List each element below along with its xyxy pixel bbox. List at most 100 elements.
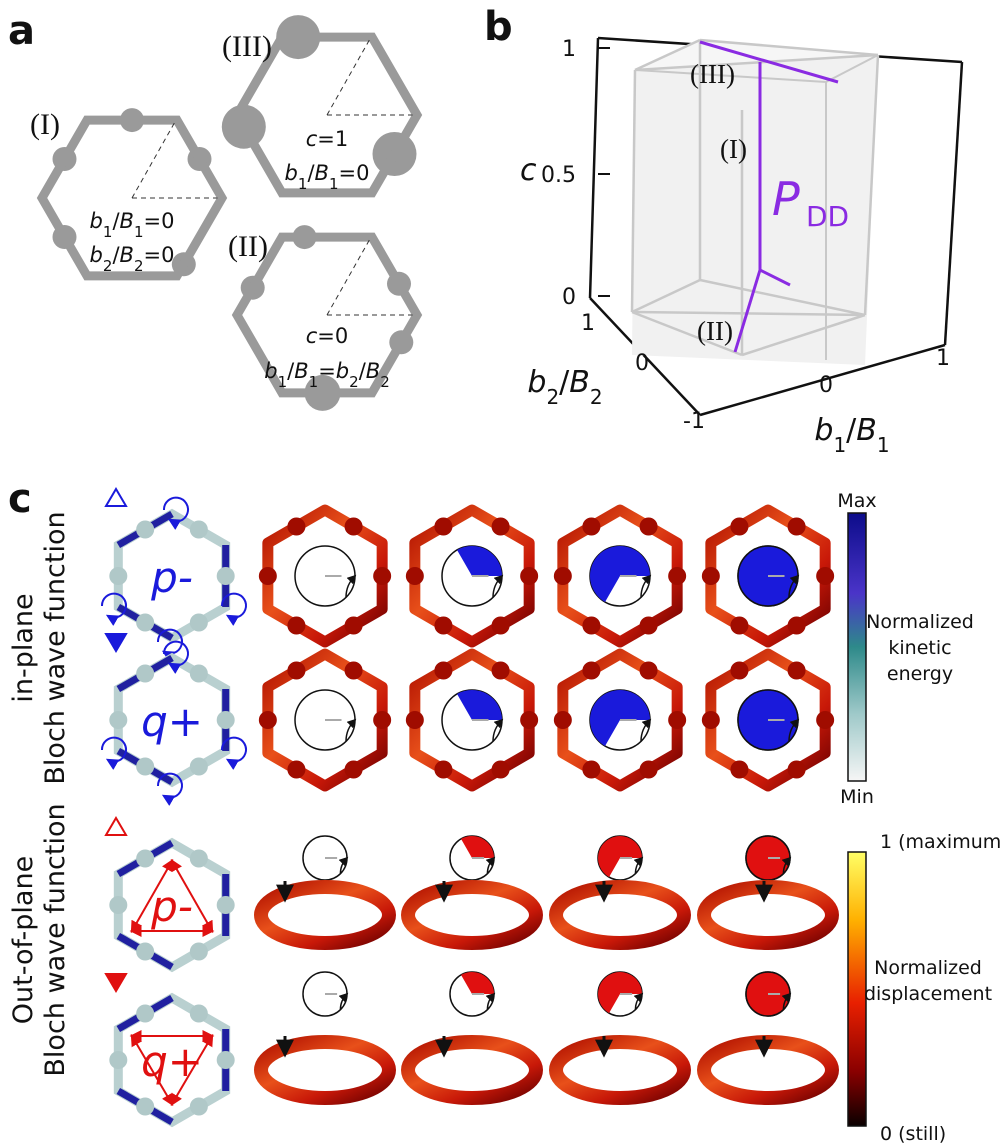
inclusion-dot — [730, 616, 749, 635]
box-edge — [825, 54, 879, 83]
triangle-arrow — [170, 858, 214, 934]
b2-tick-label: 0 — [635, 351, 649, 376]
inclusion-dot — [136, 664, 155, 683]
inclusion-dot — [491, 760, 510, 779]
mode-symbol: q+ — [141, 697, 203, 746]
deformed-ring — [549, 1035, 691, 1105]
inclusion-dot — [136, 849, 155, 868]
inclusion-dot — [216, 1051, 235, 1069]
inclusion-dot — [787, 517, 806, 536]
cell-roman-label: (III) — [222, 30, 272, 63]
b2-axis-name: b2/B2 — [527, 365, 602, 409]
inclusion-dot — [553, 567, 572, 585]
dashed-axis — [326, 238, 371, 316]
deformed-ring — [697, 880, 839, 950]
colorbar-disp-min-label: 0 (still) — [880, 1123, 946, 1145]
inclusion-dot — [136, 520, 155, 539]
phase-arrow-icon — [485, 856, 496, 874]
box-face — [632, 55, 878, 365]
snapshot-out-q-3 — [549, 971, 691, 1105]
inclusion-dot — [816, 711, 835, 729]
frame-edge — [588, 37, 600, 299]
snapshot-in-p-1 — [258, 504, 392, 648]
colorbar-min-label: Min — [840, 786, 874, 808]
inclusion-dot — [136, 757, 155, 776]
colorbar-gradient — [847, 512, 867, 782]
inclusion-dot — [136, 1097, 155, 1116]
inclusion-dot — [668, 567, 687, 585]
phase-arrow-icon — [338, 992, 349, 1010]
inclusion-dot — [730, 661, 749, 680]
deformed-ring — [697, 1035, 839, 1105]
snapshot-out-q-4 — [697, 971, 839, 1105]
inclusion-dot — [639, 616, 658, 635]
inclusion-dot — [730, 517, 749, 536]
inclusion-dot — [136, 613, 155, 632]
deformed-ring — [401, 880, 543, 950]
phase-disc-fill — [457, 690, 503, 720]
phase-arrow-icon — [345, 574, 357, 598]
path-segment — [759, 268, 791, 287]
point-label-P: P — [772, 172, 800, 226]
panel-c-letter: c — [8, 476, 32, 522]
triangle-arrow — [130, 858, 174, 934]
inclusion-dot — [109, 711, 128, 729]
inclusion-dot — [287, 616, 306, 635]
phase-arrow-icon — [640, 574, 652, 598]
inclusion-dot — [344, 760, 363, 779]
inclusion-dot — [582, 616, 601, 635]
inclusion-dot — [216, 896, 235, 914]
inclusion-dot — [639, 661, 658, 680]
path-segment — [699, 40, 839, 84]
phase-arrow-icon — [633, 992, 644, 1010]
mode-out-plane-q: q+ — [104, 973, 235, 1128]
box-edge — [863, 54, 880, 316]
deformed-ring — [262, 504, 388, 648]
inclusion-dot — [434, 517, 453, 536]
cell-roman-label: (I) — [30, 108, 60, 141]
frame-edge — [589, 297, 701, 416]
snapshot-in-p-2 — [405, 504, 539, 648]
inclusion-dot — [520, 567, 539, 585]
deformed-ring — [557, 504, 683, 648]
inclusion-dot — [405, 567, 424, 585]
phase-disc-fill — [598, 972, 642, 1014]
inclusion-dot — [373, 567, 392, 585]
box-edge — [635, 69, 827, 83]
path-label-II: (II) — [697, 316, 733, 346]
inclusion-dot — [189, 757, 208, 776]
c-tick-label: 0 — [562, 285, 576, 310]
rotation-arrow — [156, 772, 183, 806]
frame-edge — [699, 343, 946, 417]
cell-condition-1: b1/B1=0 — [90, 209, 175, 241]
inclusion-dot — [582, 517, 601, 536]
inclusion-dot — [730, 760, 749, 779]
row-label-in-plane-line1: in-plane — [8, 593, 39, 702]
box-edge — [630, 69, 637, 313]
dashed-axis — [131, 121, 176, 199]
open-triangle-icon — [104, 487, 128, 507]
c-tick-label: 1 — [562, 37, 576, 62]
rotation-arrow — [162, 496, 189, 530]
mode-symbol: p- — [150, 553, 193, 602]
snapshot-out-p-1 — [254, 835, 396, 950]
phase-disc-fill — [590, 546, 651, 603]
filled-triangle-icon — [104, 633, 128, 653]
inclusion-dot — [189, 1004, 208, 1023]
deformed-ring — [705, 648, 831, 792]
inclusion-dot — [189, 613, 208, 632]
cell-condition-1: c=1 — [306, 127, 349, 151]
phase-arrow-icon — [492, 718, 504, 742]
inclusion-dot — [189, 1097, 208, 1116]
cell-roman-label: (II) — [228, 230, 268, 263]
phase-arrow-icon — [640, 718, 652, 742]
inclusion-dot — [136, 1004, 155, 1023]
inclusion-dot — [258, 567, 277, 585]
inclusion-dot — [553, 711, 572, 729]
path-label-III: (III) — [690, 59, 735, 89]
colorbar-title-line: Normalized — [866, 611, 974, 633]
inclusion-dot — [434, 661, 453, 680]
rotation-arrow — [100, 592, 127, 626]
